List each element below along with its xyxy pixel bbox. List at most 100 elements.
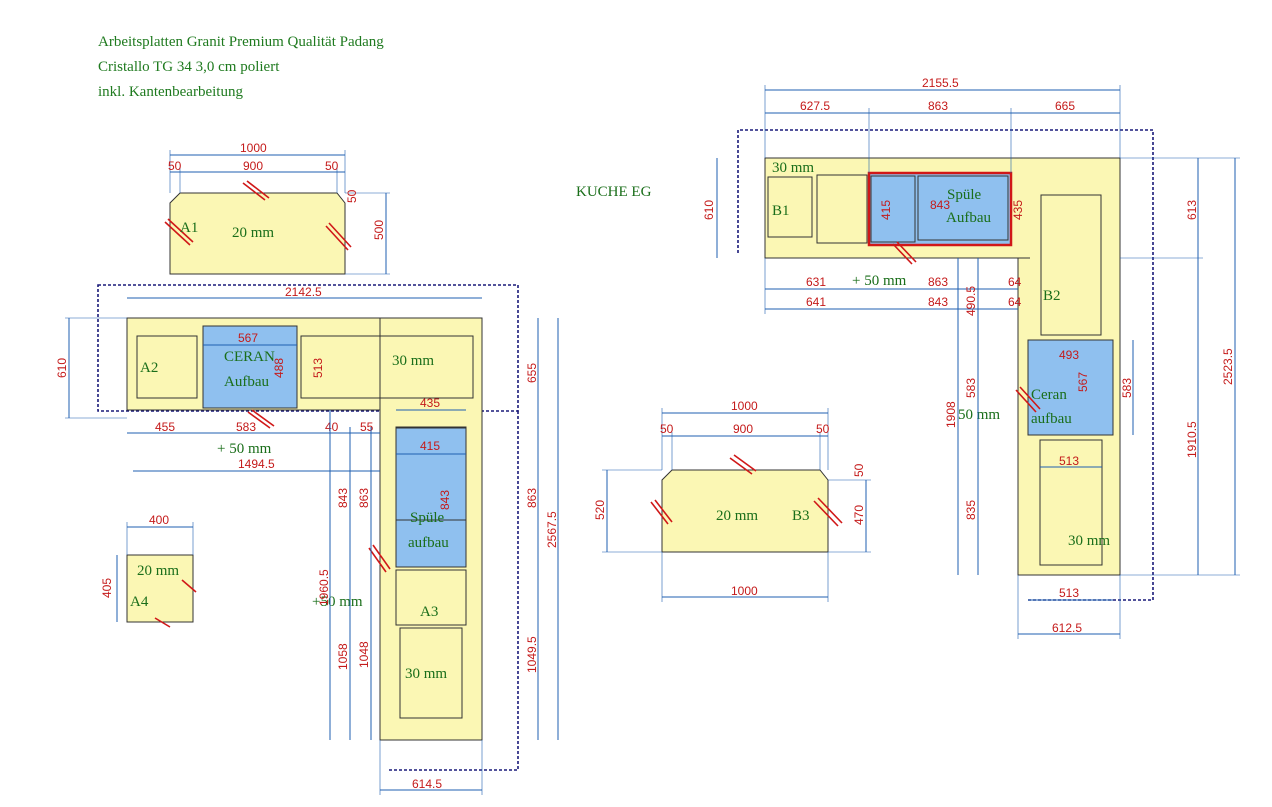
dim-b-567: 567 [1076,372,1090,392]
dim-b3-total: 1000 [731,399,758,413]
dim-a3-614: 614.5 [412,777,442,791]
dim-b-863: 863 [928,99,948,113]
dim-a3-1049: 1049.5 [525,636,539,673]
dim-a2-1494: 1494.5 [238,457,275,471]
dim-a2-655: 655 [525,363,539,383]
dim-a1-total: 1000 [240,141,267,155]
dim-a4-width: 400 [149,513,169,527]
dim-b-843-inner: 843 [930,198,950,212]
dim-a2-583: 583 [236,420,256,434]
dim-b3-right: 50 [816,422,830,436]
part-a4: 20 mm A4 400 405 [100,513,197,628]
dim-a1-right: 50 [325,159,339,173]
dim-a2-513: 513 [311,358,325,378]
cutout-ceran-a2-aufbau: Aufbau [224,374,269,390]
part-b1-b2: 30 mm B1 Spüle Aufbau B2 Ceran aufbau 30… [702,76,1240,639]
dim-b-613: 613 [1185,200,1199,220]
dim-b3-left: 50 [660,422,674,436]
dim-b-863b: 863 [928,275,948,289]
cutout-ceran-b2-aufbau: aufbau [1031,411,1072,427]
dim-a1-height: 500 [372,220,386,240]
cutout-spule-a3: Spüle [410,510,445,526]
label-a4: A4 [130,594,149,610]
dim-ceran-height: 488 [272,358,286,378]
label-a3: A3 [420,604,438,620]
dim-b3-470: 470 [852,505,866,525]
cutout-spule-a3-aufbau: aufbau [408,535,449,551]
dim-b-843: 843 [928,295,948,309]
dim-b-493: 493 [1059,348,1079,362]
dim-a1-mid: 900 [243,159,263,173]
thickness-a3: 30 mm [405,666,447,682]
dim-b3-mid: 900 [733,422,753,436]
thickness-b2-plus: 50 mm [958,407,1000,423]
dim-a3-435: 435 [420,396,440,410]
dim-a1-cut: 50 [345,189,359,203]
dim-b-1910: 1910.5 [1185,421,1199,458]
thickness-b3: 20 mm [716,508,758,524]
dim-b-1908: 1908 [944,401,958,428]
part-a2-a3: A2 CERAN Aufbau 30 mm Spüle aufbau A3 30… [55,284,559,795]
dim-b-583b: 583 [1120,378,1134,398]
dim-a2-height: 610 [55,358,69,378]
dim-b-631: 631 [806,275,826,289]
dim-b-2523: 2523.5 [1221,348,1235,385]
thickness-a2-plus: + 50 mm [217,441,272,457]
dim-a1-left: 50 [168,159,182,173]
label-b1: B1 [772,203,790,219]
dim-a3-1960: 1960.5 [317,569,331,606]
dim-b-415: 415 [879,200,893,220]
dim-a3-415: 415 [420,439,440,453]
label-a1: A1 [180,220,198,236]
part-a1: A1 20 mm 1000 900 50 50 500 50 [164,141,390,275]
dim-b-total: 2155.5 [922,76,959,90]
cutout-ceran-a2: CERAN [224,349,275,365]
header-material: Arbeitsplatten Granit Premium Qualität P… [98,34,384,50]
dim-b-641: 641 [806,295,826,309]
dim-a3-843: 843 [336,488,350,508]
dim-a2-55: 55 [360,420,374,434]
part-b3: 20 mm B3 1000 900 50 50 520 470 50 1000 [593,399,871,602]
label-a2: A2 [140,360,158,376]
dim-b-665: 665 [1055,99,1075,113]
dim-b3-bottom: 1000 [731,584,758,598]
cutout-spule-b1: Spüle [947,187,982,203]
header-spec: Cristallo TG 34 3,0 cm poliert [98,59,280,75]
thickness-a1: 20 mm [232,225,274,241]
dim-b-610: 610 [702,200,716,220]
dim-b-490: 490.5 [964,286,978,316]
dim-b-64b: 64 [1008,295,1022,309]
label-b3: B3 [792,508,810,524]
dim-a3-863: 863 [357,488,371,508]
dim-b3-520: 520 [593,500,607,520]
dim-a4-height: 405 [100,578,114,598]
thickness-a2: 30 mm [392,353,434,369]
dim-a2-40: 40 [325,420,339,434]
dim-b3-cut: 50 [852,463,866,477]
thickness-b1: 30 mm [772,160,814,176]
dim-b-64: 64 [1008,275,1022,289]
label-b2: B2 [1043,288,1061,304]
dim-a3-2567: 2567.5 [545,511,559,548]
dim-b-583: 583 [964,378,978,398]
cutout-ceran-b2: Ceran [1031,387,1067,403]
kitchen-label: KUCHE EG [576,184,652,200]
dim-b-835: 835 [964,500,978,520]
dim-a3-1048: 1048 [357,641,371,668]
thickness-b1-plus: + 50 mm [852,273,907,289]
dim-a3-863b: 863 [525,488,539,508]
dim-b-612: 612.5 [1052,621,1082,635]
dim-a3-1058: 1058 [336,643,350,670]
dim-ceran-width: 567 [238,331,258,345]
dim-a2-455: 455 [155,420,175,434]
thickness-b2: 30 mm [1068,533,1110,549]
dim-a2-total: 2142.5 [285,285,322,299]
dim-b-513: 513 [1059,454,1079,468]
dim-b-627: 627.5 [800,99,830,113]
cutout-spule-b1-aufbau: Aufbau [946,210,991,226]
thickness-a4: 20 mm [137,563,179,579]
dim-b-435: 435 [1011,200,1025,220]
dim-b-513b: 513 [1059,586,1079,600]
dim-a3-843-inner: 843 [438,490,452,510]
